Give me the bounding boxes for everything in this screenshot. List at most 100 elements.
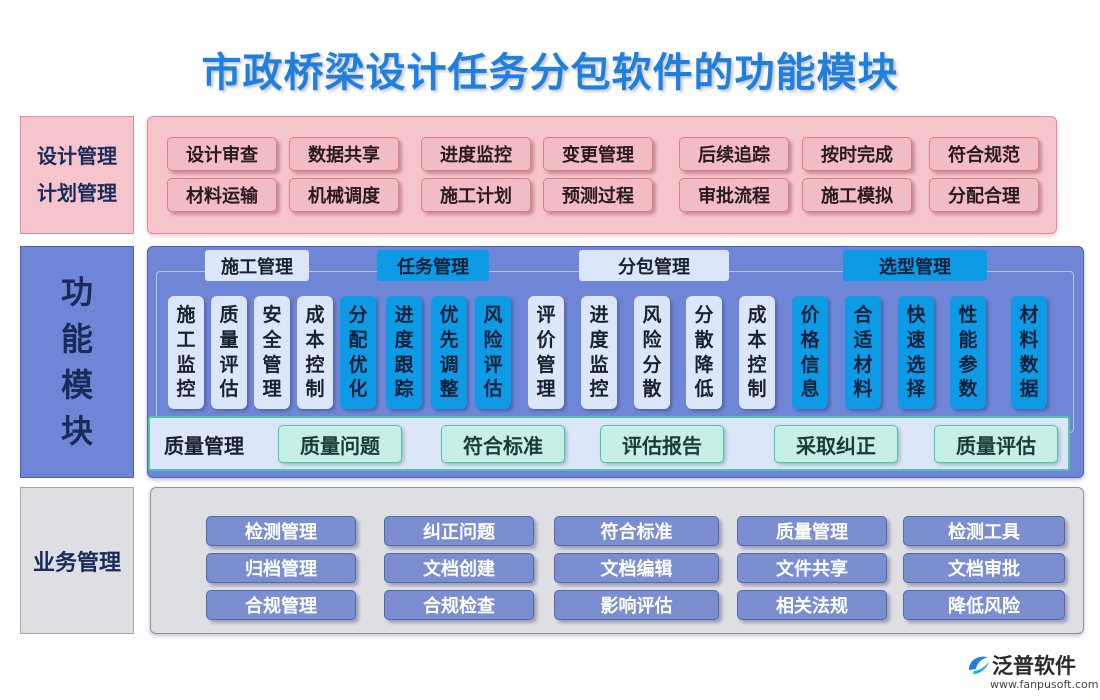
business-button[interactable]: 检测工具 — [903, 516, 1065, 546]
column-char: 能 — [958, 328, 978, 351]
column-char: 估 — [483, 378, 503, 401]
business-button[interactable]: 纠正问题 — [384, 516, 534, 546]
column-char: 据 — [1019, 378, 1039, 401]
column-char: 质 — [219, 304, 239, 327]
function-column[interactable]: 施工监控 — [168, 296, 204, 409]
business-button[interactable]: 文档编辑 — [554, 553, 719, 583]
column-char: 度 — [394, 328, 414, 351]
column-char: 数 — [1019, 353, 1039, 376]
column-char: 调 — [439, 353, 459, 376]
column-char: 格 — [800, 328, 820, 351]
design-button[interactable]: 分配合理 — [929, 178, 1039, 212]
function-column[interactable]: 材料数据 — [1011, 296, 1047, 409]
design-label-2: 计划管理 — [37, 181, 117, 205]
design-label-1: 设计管理 — [37, 144, 117, 168]
quality-label: 质量管理 — [164, 433, 244, 458]
quality-button[interactable]: 质量问题 — [278, 425, 402, 463]
business-button[interactable]: 文件共享 — [737, 553, 887, 583]
function-column[interactable]: 成本控制 — [739, 296, 775, 409]
column-char: 化 — [348, 378, 368, 401]
column-char: 踪 — [394, 378, 414, 401]
business-button[interactable]: 归档管理 — [206, 553, 356, 583]
column-char: 险 — [483, 328, 503, 351]
column-char: 管 — [262, 353, 282, 376]
column-char: 理 — [536, 378, 556, 401]
column-char: 评 — [483, 353, 503, 376]
design-button[interactable]: 施工计划 — [421, 178, 531, 212]
function-column[interactable]: 质量评估 — [211, 296, 247, 409]
business-button[interactable]: 文档创建 — [384, 553, 534, 583]
design-button[interactable]: 设计审查 — [167, 137, 277, 171]
function-column[interactable]: 成本控制 — [297, 296, 333, 409]
design-button[interactable]: 按时完成 — [802, 137, 912, 171]
design-button[interactable]: 进度监控 — [421, 137, 531, 171]
column-char: 配 — [348, 328, 368, 351]
module-header-construction[interactable]: 施工管理 — [205, 250, 309, 281]
business-button[interactable]: 合规检查 — [384, 590, 534, 620]
function-column[interactable]: 合适材料 — [845, 296, 881, 409]
function-column[interactable]: 快速选择 — [898, 296, 934, 409]
function-column[interactable]: 分散降低 — [686, 296, 722, 409]
column-char: 制 — [747, 378, 767, 401]
function-column[interactable]: 进度跟踪 — [386, 296, 422, 409]
column-char: 工 — [176, 328, 196, 351]
column-char: 料 — [1019, 328, 1039, 351]
column-text: 优先调整 — [439, 303, 458, 402]
business-button[interactable]: 质量管理 — [737, 516, 887, 546]
column-char: 理 — [262, 378, 282, 401]
business-button[interactable]: 符合标准 — [554, 516, 719, 546]
column-char: 进 — [589, 304, 609, 327]
column-char: 本 — [747, 328, 767, 351]
business-button[interactable]: 文档审批 — [903, 553, 1065, 583]
function-column[interactable]: 性能参数 — [950, 296, 986, 409]
module-header-selection[interactable]: 选型管理 — [843, 250, 987, 281]
business-button[interactable]: 相关法规 — [737, 590, 887, 620]
quality-button[interactable]: 质量评估 — [934, 425, 1058, 463]
quality-bar: 质量管理 质量问题 符合标准 评估报告 采取纠正 质量评估 — [148, 416, 1070, 471]
design-button[interactable]: 机械调度 — [289, 178, 399, 212]
design-button[interactable]: 后续追踪 — [679, 137, 789, 171]
column-text: 进度跟踪 — [394, 303, 413, 402]
function-column[interactable]: 进度监控 — [581, 296, 617, 409]
function-column[interactable]: 评价管理 — [528, 296, 564, 409]
column-text: 进度监控 — [589, 303, 608, 402]
module-header-subcontract[interactable]: 分包管理 — [579, 250, 729, 281]
column-char: 安 — [262, 304, 282, 327]
function-column[interactable]: 风险分散 — [634, 296, 670, 409]
column-text: 快速选择 — [906, 303, 925, 402]
logo-mark-icon — [969, 656, 989, 674]
design-button[interactable]: 施工模拟 — [802, 178, 912, 212]
function-column[interactable]: 优先调整 — [431, 296, 467, 409]
column-char: 优 — [439, 304, 459, 327]
column-char: 估 — [219, 378, 239, 401]
function-column[interactable]: 风险评估 — [475, 296, 511, 409]
design-button[interactable]: 数据共享 — [289, 137, 399, 171]
business-button[interactable]: 检测管理 — [206, 516, 356, 546]
business-button[interactable]: 合规管理 — [206, 590, 356, 620]
function-column[interactable]: 安全管理 — [254, 296, 290, 409]
column-char: 散 — [642, 378, 662, 401]
quality-button[interactable]: 评估报告 — [600, 425, 724, 463]
function-column[interactable]: 价格信息 — [792, 296, 828, 409]
column-char: 速 — [906, 328, 926, 351]
column-text: 安全管理 — [262, 303, 281, 402]
quality-button[interactable]: 采取纠正 — [774, 425, 898, 463]
column-char: 进 — [394, 304, 414, 327]
design-button[interactable]: 审批流程 — [679, 178, 789, 212]
design-button[interactable]: 符合规范 — [929, 137, 1039, 171]
design-button[interactable]: 材料运输 — [167, 178, 277, 212]
business-button[interactable]: 影响评估 — [554, 590, 719, 620]
design-button[interactable]: 预测过程 — [543, 178, 653, 212]
design-button[interactable]: 变更管理 — [543, 137, 653, 171]
design-section-label: 设计管理 计划管理 — [20, 116, 134, 234]
column-char: 低 — [694, 378, 714, 401]
column-char: 分 — [348, 304, 368, 327]
function-column[interactable]: 分配优化 — [340, 296, 376, 409]
column-char: 风 — [483, 304, 503, 327]
column-char: 快 — [906, 304, 926, 327]
business-button[interactable]: 降低风险 — [903, 590, 1065, 620]
column-text: 性能参数 — [958, 303, 977, 402]
function-label-char: 功 — [60, 273, 93, 312]
quality-button[interactable]: 符合标准 — [441, 425, 565, 463]
module-header-task[interactable]: 任务管理 — [377, 250, 489, 281]
